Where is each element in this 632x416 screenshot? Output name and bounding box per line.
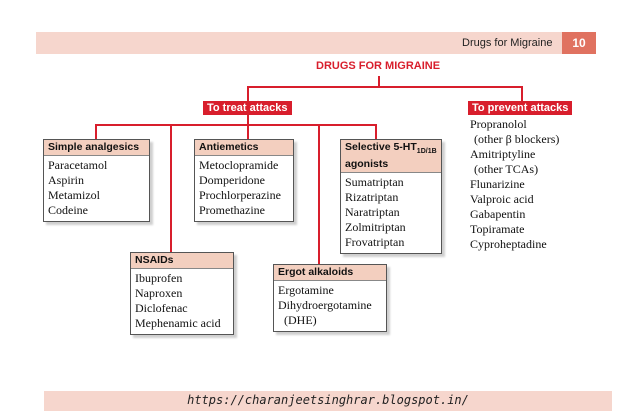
connector-simple-analgesics — [95, 124, 97, 139]
antiemetics-heading: Antiemetics — [195, 140, 293, 156]
treat-attacks-label: To treat attacks — [203, 101, 292, 115]
ergot-alkaloids-box: Ergot alkaloids Ergotamine Dihydroergota… — [273, 264, 387, 332]
triptans-heading-sub: 1D/1B — [416, 148, 437, 156]
list-item: Cyproheptadine — [470, 237, 547, 251]
list-item: Rizatriptan — [345, 190, 399, 205]
connector-top-horizontal — [247, 86, 523, 88]
page-number-badge: 10 — [562, 32, 596, 54]
nsaids-list: Ibuprofen Naproxen Diclofenac Mephenamic… — [131, 269, 233, 334]
connector-title-stem — [378, 76, 380, 87]
prevent-attacks-list: Propranolol (other β blockers) Amitripty… — [470, 117, 559, 252]
connector-prevent-stem — [521, 86, 523, 101]
list-item: Frovatriptan — [345, 235, 405, 250]
connector-triptans — [375, 124, 377, 139]
list-item: Flunarizine — [470, 177, 525, 191]
ergot-alkaloids-list: Ergotamine Dihydroergotamine (DHE) — [274, 281, 386, 331]
list-item: Naratriptan — [345, 205, 400, 220]
antiemetics-list: Metoclopramide Domperidone Prochlorperaz… — [195, 156, 293, 221]
list-item: Ibuprofen — [135, 271, 183, 285]
connector-ergot — [318, 124, 320, 264]
list-item: Metoclopramide — [199, 158, 279, 172]
connector-antiemetics — [247, 124, 249, 139]
list-item: Mephenamic acid — [135, 316, 221, 330]
antiemetics-box: Antiemetics Metoclopramide Domperidone P… — [194, 139, 294, 222]
triptans-box: Selective 5-HT1D/1B agonists Sumatriptan… — [340, 139, 442, 255]
list-item: (DHE) — [284, 313, 317, 327]
list-item: Naproxen — [135, 286, 183, 300]
list-item: Topiramate — [470, 222, 525, 236]
list-item: Aspirin — [48, 173, 84, 187]
triptans-list: Sumatriptan Rizatriptan Naratriptan Zolm… — [341, 173, 441, 253]
simple-analgesics-box: Simple analgesics Paracetamol Aspirin Me… — [43, 139, 150, 222]
header-band — [36, 32, 594, 54]
list-item: Gabapentin — [470, 207, 526, 221]
nsaids-box: NSAIDs Ibuprofen Naproxen Diclofenac Mep… — [130, 252, 234, 335]
list-item: Prochlorperazine — [199, 188, 281, 202]
connector-treat-down — [247, 114, 249, 125]
simple-analgesics-list: Paracetamol Aspirin Metamizol Codeine — [44, 156, 149, 221]
list-item: Zolmitriptan — [345, 220, 406, 235]
list-item: Metamizol — [48, 188, 100, 202]
connector-branch-horizontal — [95, 124, 377, 126]
list-item: Diclofenac — [135, 301, 188, 315]
list-item: Ergotamine — [278, 283, 334, 297]
simple-analgesics-heading: Simple analgesics — [44, 140, 149, 156]
connector-nsaids — [170, 124, 172, 252]
prevent-attacks-label: To prevent attacks — [468, 101, 573, 115]
ergot-alkaloids-heading: Ergot alkaloids — [274, 265, 386, 281]
footer-band — [44, 391, 612, 411]
list-item: Dihydroergotamine — [278, 298, 372, 312]
triptans-heading-main: Selective 5-HT — [345, 141, 417, 153]
list-item: (other β blockers) — [474, 132, 560, 146]
connector-treat-stem — [247, 86, 249, 101]
nsaids-heading: NSAIDs — [131, 253, 233, 269]
list-item: (other TCAs) — [474, 162, 539, 176]
header-title: Drugs for Migraine — [462, 37, 553, 49]
list-item: Sumatriptan — [345, 175, 404, 190]
list-item: Promethazine — [199, 203, 265, 217]
triptans-heading-line2: agonists — [345, 158, 389, 171]
list-item: Paracetamol — [48, 158, 108, 172]
triptans-heading: Selective 5-HT1D/1B agonists — [341, 140, 441, 174]
list-item: Amitriptyline — [470, 147, 536, 161]
diagram-title: DRUGS FOR MIGRAINE — [316, 60, 441, 72]
list-item: Codeine — [48, 203, 88, 217]
footer-url: https://charanjeetsinghrar.blogspot.in/ — [187, 393, 469, 407]
list-item: Valproic acid — [470, 192, 534, 206]
list-item: Domperidone — [199, 173, 265, 187]
list-item: Propranolol — [470, 117, 527, 131]
